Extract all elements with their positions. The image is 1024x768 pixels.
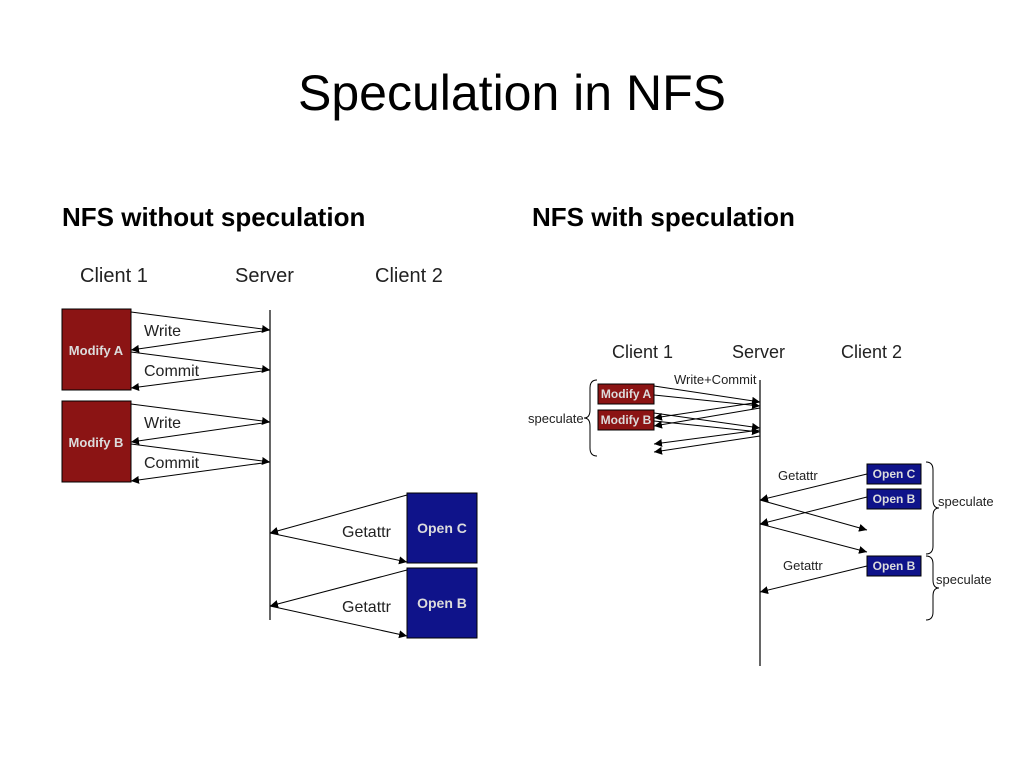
right-arrow-getattr-1-reply — [759, 499, 868, 532]
right-box-open-b-2-label: Open B — [873, 559, 916, 573]
left-arrow-write-1-reply — [130, 329, 271, 353]
right-speculate-label-3: speculate — [936, 572, 992, 587]
left-col-client1: Client 1 — [80, 265, 148, 287]
right-bracket-client1 — [583, 379, 598, 457]
right-arrow-getattr-1 — [759, 473, 868, 502]
left-arrow-commit-2-reply — [130, 461, 271, 484]
left-msg-commit-1: Commit — [144, 363, 200, 380]
left-box-open-b-label: Open B — [417, 595, 467, 611]
right-box-modify-a — [597, 383, 655, 405]
left-box-modify-a-label: Modify A — [69, 343, 124, 358]
left-arrow-write-2-reply — [130, 421, 271, 445]
right-diagram: Client 1 Server Client 2 Modify A Modify… — [528, 342, 994, 666]
right-bracket-client2-top — [925, 461, 940, 555]
left-box-open-c — [406, 492, 478, 564]
right-arrow-getattr-2 — [759, 496, 868, 526]
right-box-open-b — [866, 488, 922, 510]
right-col-client1: Client 1 — [612, 342, 673, 362]
left-arrow-getattr-2 — [269, 569, 408, 608]
left-arrow-getattr-1-reply — [269, 532, 408, 565]
left-box-open-c-label: Open C — [417, 520, 467, 536]
left-arrow-write-2 — [130, 403, 271, 425]
right-msg-getattr-2: Getattr — [783, 558, 823, 573]
right-speculate-label-2: speculate — [938, 494, 994, 509]
left-arrow-commit-1 — [130, 351, 271, 373]
left-col-client2: Client 2 — [375, 265, 443, 287]
left-msg-write-2: Write — [144, 415, 181, 432]
right-box-open-b-label: Open B — [873, 492, 916, 506]
right-msg-write-commit: Write+Commit — [674, 372, 757, 387]
left-col-server: Server — [235, 265, 294, 287]
right-arrow-wc-reply-4 — [653, 435, 761, 455]
left-arrow-commit-2 — [130, 443, 271, 465]
right-col-client2: Client 2 — [841, 342, 902, 362]
left-box-open-b — [406, 567, 478, 639]
right-arrow-getattr-2-reply — [759, 523, 868, 554]
left-msg-getattr-2: Getattr — [342, 599, 392, 616]
left-msg-write-1: Write — [144, 323, 181, 340]
right-arrow-wc-4 — [653, 420, 761, 436]
right-arrow-wc-reply-3 — [653, 429, 761, 447]
left-msg-getattr-1: Getattr — [342, 524, 392, 541]
left-arrow-getattr-1 — [269, 494, 408, 535]
right-heading: NFS with speculation — [532, 202, 795, 232]
right-arrow-wc-reply-2 — [653, 407, 761, 429]
right-box-modify-b-label: Modify B — [601, 413, 652, 427]
left-arrow-write-1 — [130, 311, 271, 333]
left-box-modify-b — [61, 400, 132, 483]
left-arrow-commit-1-reply — [130, 369, 271, 391]
right-col-server: Server — [732, 342, 785, 362]
right-arrow-wc-1 — [653, 385, 761, 405]
right-arrow-getattr-3 — [759, 565, 868, 594]
left-diagram: Client 1 Server Client 2 Modify A Modify… — [61, 265, 478, 639]
right-bracket-client2-bottom — [925, 555, 940, 621]
right-arrow-wc-3 — [653, 412, 761, 431]
left-heading: NFS without speculation — [62, 202, 366, 232]
slide-title: Speculation in NFS — [297, 65, 726, 121]
right-msg-getattr-1: Getattr — [778, 468, 818, 483]
right-speculate-label-1: speculate — [528, 411, 584, 426]
right-box-open-c-label: Open C — [873, 467, 916, 481]
left-arrow-getattr-2-reply — [269, 605, 408, 639]
left-msg-commit-2: Commit — [144, 455, 200, 472]
left-box-modify-b-label: Modify B — [69, 435, 124, 450]
right-box-modify-a-label: Modify A — [601, 387, 652, 401]
